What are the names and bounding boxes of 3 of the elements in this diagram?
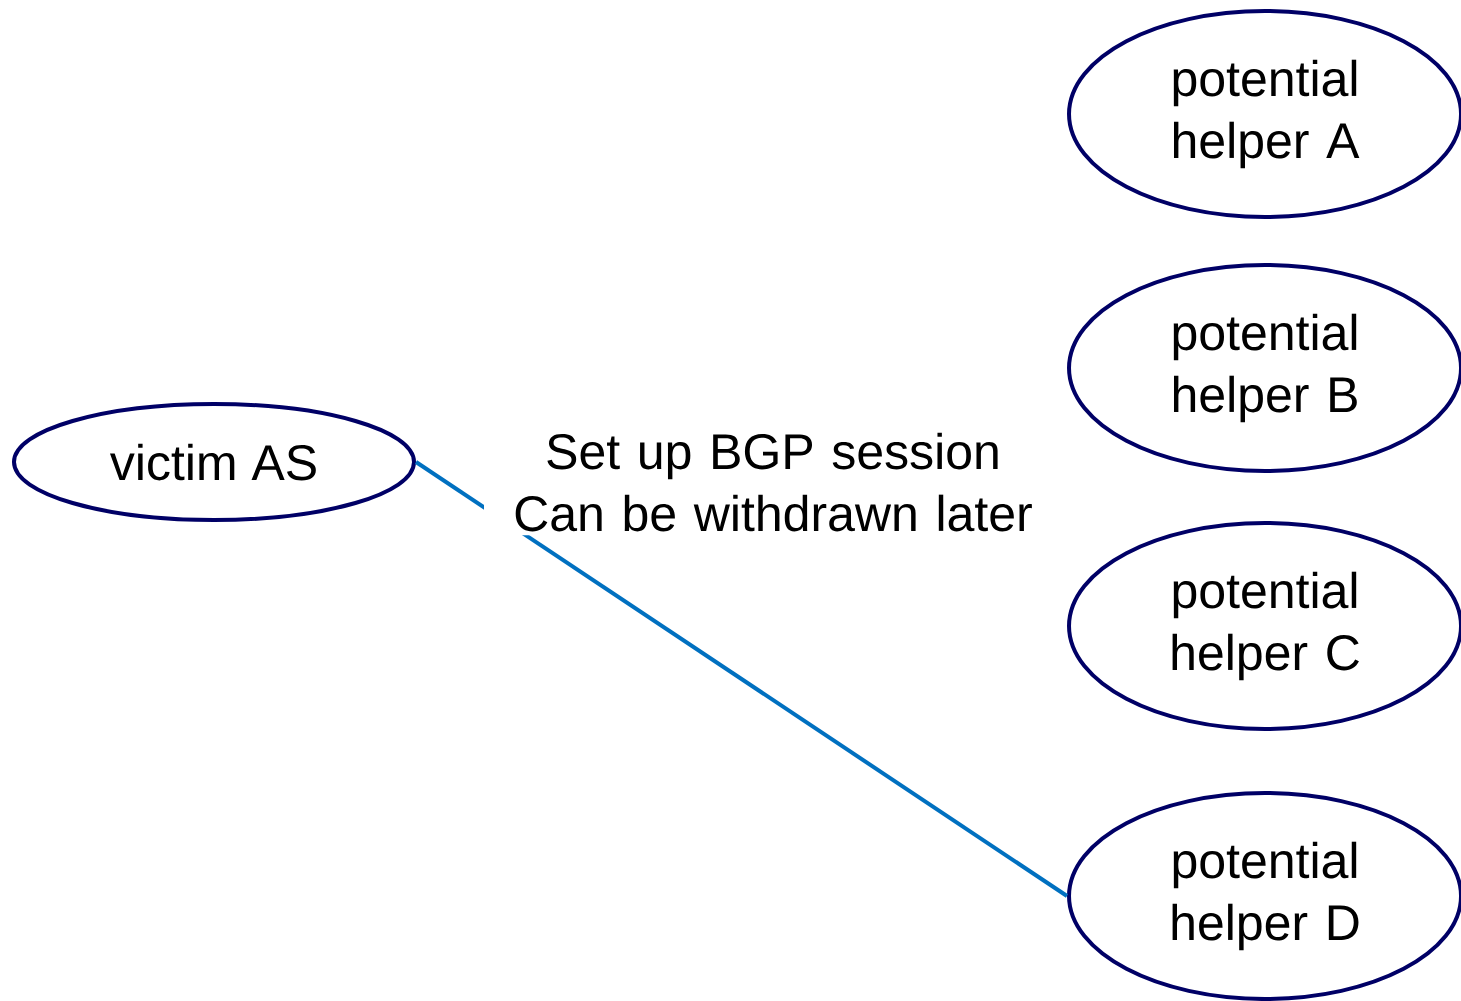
edge-label: Set up BGP session Can be withdrawn later (484, 428, 1062, 536)
ellipse-node: victim AS (12, 402, 416, 522)
connector-line (414, 460, 1069, 898)
